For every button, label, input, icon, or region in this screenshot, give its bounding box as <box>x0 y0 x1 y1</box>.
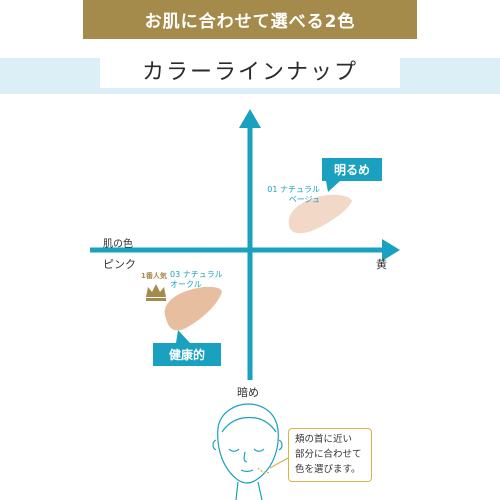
shade-01-subname: ベージュ <box>288 195 320 204</box>
tip-box: 頬の首に近い 部分に合わせて 色を選びます。 <box>288 428 372 482</box>
callout-healthy: 健康的 <box>153 343 221 366</box>
callout-bright: 明るめ <box>322 158 382 181</box>
face-illustration-icon <box>212 403 289 500</box>
tip-line-2: 部分に合わせて <box>295 449 362 460</box>
shade-03-subname: オークル <box>170 280 202 289</box>
axis-label-skin-color: 肌の色 <box>103 239 133 250</box>
horizontal-axis-arrow <box>382 239 400 261</box>
swatch-01-natural-beige <box>288 194 352 234</box>
crown-icon <box>146 284 166 301</box>
callout-healthy-pointer <box>176 330 190 343</box>
shade-01-name: 01 ナチュラル <box>267 185 320 194</box>
header-title: お肌に合わせて選べる2色 <box>144 12 356 32</box>
popularity-badge: 1番人気 <box>141 272 167 280</box>
shade-03-label: 03 ナチュラル オークル <box>170 270 226 290</box>
callout-healthy-text: 健康的 <box>168 348 205 362</box>
tip-line-3: 色を選びます。 <box>295 464 361 475</box>
lineup-title: カラーラインナップ <box>100 52 400 88</box>
axis-label-yellow: 黄 <box>376 258 387 271</box>
vertical-axis-arrow <box>239 109 261 128</box>
shade-03-name: 03 ナチュラル <box>170 270 223 279</box>
swatch-03-natural-ochre <box>164 286 222 331</box>
header-banner: お肌に合わせて選べる2色 <box>83 0 417 39</box>
tip-line-1: 頬の首に近い <box>295 434 353 445</box>
callout-bright-pointer <box>326 181 340 192</box>
axis-label-pink: ピンク <box>103 258 136 271</box>
callout-bright-text: 明るめ <box>333 163 370 177</box>
axis-label-dark: 暗め <box>237 386 259 399</box>
lineup-title-text: カラーラインナップ <box>141 60 358 85</box>
shade-01-label: 01 ナチュラル ベージュ <box>258 185 320 205</box>
